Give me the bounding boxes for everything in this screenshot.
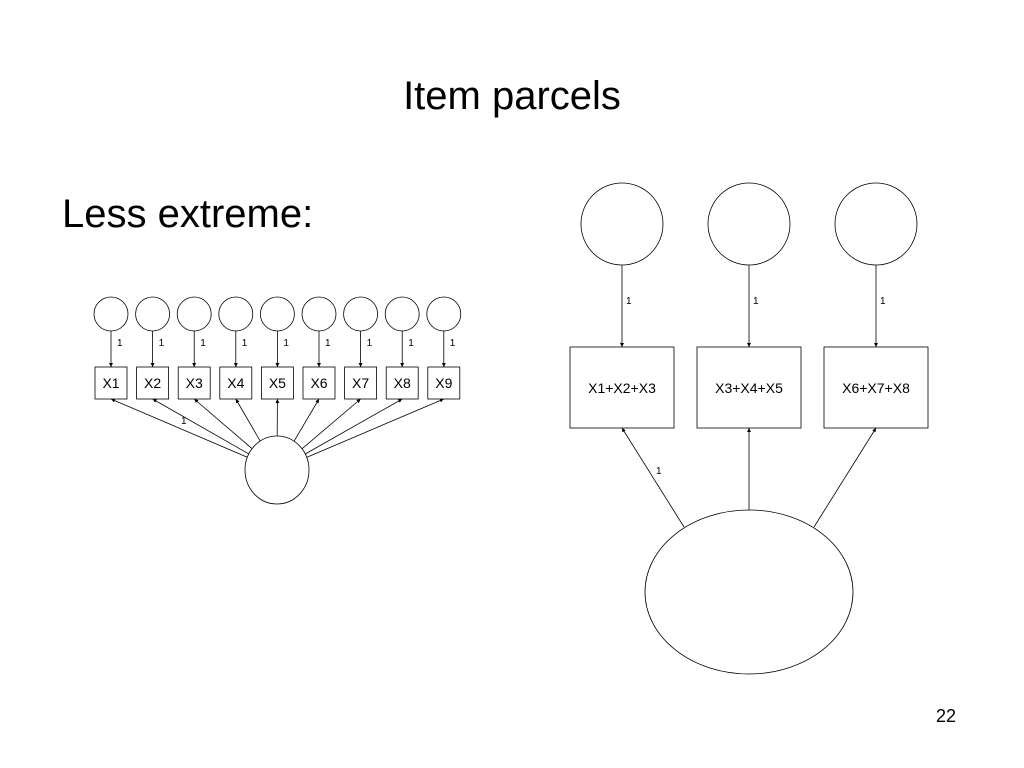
- left-indicator-box-x1: [94, 366, 128, 400]
- left-loading-arrow-x8: [305, 398, 403, 455]
- left-error-circle-x4: [218, 296, 254, 332]
- right-parcel-label: X3+X4+X5: [715, 380, 783, 396]
- left-indicator-label: X9: [435, 375, 452, 391]
- left-error-circle-x1: [93, 296, 129, 332]
- left-error-path-label: 1: [117, 338, 123, 349]
- right-parcel-box-2: [696, 346, 802, 429]
- left-error-path-label: 1: [325, 338, 331, 349]
- left-loading-arrow-x1: [110, 398, 248, 458]
- left-error-circle-x9: [426, 296, 462, 332]
- left-indicator-box-x5: [260, 366, 294, 400]
- right-parcel-label: X1+X2+X3: [588, 380, 656, 396]
- left-error-path-label: 1: [367, 338, 373, 349]
- right-factor-loading-label: 1: [656, 466, 662, 477]
- left-loading-arrow-x9: [306, 398, 444, 458]
- left-factor-loading-label: 1: [181, 416, 187, 427]
- right-loading-arrow-1: [621, 427, 685, 528]
- left-loading-arrow-x2: [152, 398, 250, 455]
- left-indicator-label: X5: [269, 375, 286, 391]
- right-parcel-label: X6+X7+X8: [842, 380, 910, 396]
- left-indicator-label: X3: [186, 375, 203, 391]
- page-number: 22: [936, 706, 957, 726]
- left-indicator-box-x4: [219, 366, 253, 400]
- left-error-circle-x8: [384, 296, 420, 332]
- left-loading-arrow-x6: [293, 398, 320, 442]
- slide-title: Item parcels: [403, 74, 621, 118]
- slide-subtitle: Less extreme:: [62, 192, 314, 236]
- left-indicator-box-x7: [344, 366, 378, 400]
- left-error-path-label: 1: [283, 338, 289, 349]
- right-error-circle-3: [834, 182, 918, 266]
- right-parcel-box-1: [569, 346, 675, 429]
- left-loading-arrow-x3: [193, 398, 253, 449]
- left-loading-arrow-x7: [301, 398, 361, 450]
- left-error-path-label: 1: [200, 338, 206, 349]
- right-loading-arrow-3: [813, 427, 877, 528]
- left-latent-factor: [244, 435, 310, 505]
- left-error-circle-x7: [343, 296, 379, 332]
- left-loading-arrow-x4: [235, 398, 261, 442]
- right-parcel-box-3: [823, 346, 929, 429]
- left-indicator-label: X7: [352, 375, 369, 391]
- left-error-circle-x2: [135, 296, 171, 332]
- left-error-path-label: 1: [408, 338, 414, 349]
- left-error-circle-x6: [301, 296, 337, 332]
- left-indicator-box-x6: [302, 366, 336, 400]
- right-error-path-label: 1: [626, 296, 632, 307]
- left-error-path-label: 1: [450, 338, 456, 349]
- left-error-path-label: 1: [159, 338, 165, 349]
- left-error-circle-x5: [259, 296, 295, 332]
- left-indicator-box-x9: [427, 366, 461, 400]
- left-error-circle-x3: [176, 296, 212, 332]
- left-indicator-box-x8: [385, 366, 419, 400]
- right-latent-factor: [644, 509, 854, 675]
- right-error-circle-2: [707, 182, 791, 266]
- left-indicator-box-x2: [136, 366, 170, 400]
- left-indicator-label: X6: [310, 375, 327, 391]
- left-indicator-box-x3: [177, 366, 211, 400]
- left-indicator-label: X8: [394, 375, 411, 391]
- right-error-circle-1: [580, 182, 664, 266]
- right-error-path-label: 1: [880, 296, 886, 307]
- left-error-path-label: 1: [242, 338, 248, 349]
- left-indicator-label: X2: [144, 375, 161, 391]
- left-indicator-label: X1: [102, 375, 119, 391]
- left-indicator-label: X4: [227, 375, 244, 391]
- right-error-path-label: 1: [753, 296, 759, 307]
